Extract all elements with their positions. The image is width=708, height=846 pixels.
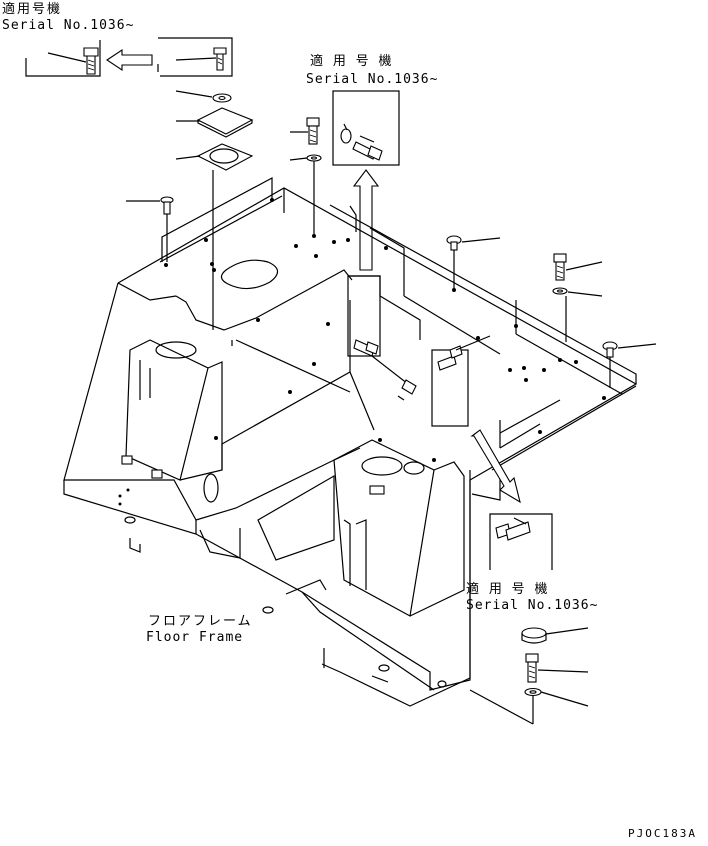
- washer-top: [175, 90, 232, 103]
- floor-frame: [63, 176, 638, 707]
- bolt-left: [126, 196, 174, 262]
- plug-lower-right: [521, 627, 589, 644]
- detail-box-top-center: [332, 90, 400, 166]
- cap-bolt-right: [446, 235, 501, 290]
- drawing-code: PJOC183A: [628, 827, 697, 840]
- arrow-left-icon: [106, 48, 153, 72]
- serial-note-top-center: Serial No.1036~: [306, 72, 439, 87]
- gasket: [175, 143, 254, 330]
- bolt-right: [553, 253, 603, 281]
- bolt-lower-right: [525, 653, 589, 683]
- washer-right: [552, 287, 603, 342]
- part-label-en: Floor Frame: [146, 630, 244, 645]
- part-label-jp: フロアフレーム: [148, 614, 253, 629]
- washer-lower-right: [469, 687, 589, 725]
- serial-note-top-left: Serial No.1036~: [2, 18, 135, 33]
- serial-note-lower-right: Serial No.1036~: [466, 598, 599, 613]
- washer-center-top: [289, 154, 322, 235]
- serial-note-top-center-jp: 適 用 号 機: [310, 54, 393, 69]
- cap-bolt-far-right: [602, 341, 657, 388]
- arrow-down-right-icon: [470, 429, 521, 504]
- serial-note-top-left-jp: 適用号機: [2, 2, 63, 17]
- bolt-center-top: [290, 117, 320, 145]
- arrow-up-icon: [352, 169, 380, 271]
- cover-plate: [176, 107, 254, 138]
- detail-box-lower-right: [489, 513, 553, 570]
- detail-box-top-left-current: [157, 37, 233, 77]
- detail-box-top-left: [25, 40, 101, 77]
- serial-note-lower-right-jp: 適 用 号 機: [466, 582, 549, 597]
